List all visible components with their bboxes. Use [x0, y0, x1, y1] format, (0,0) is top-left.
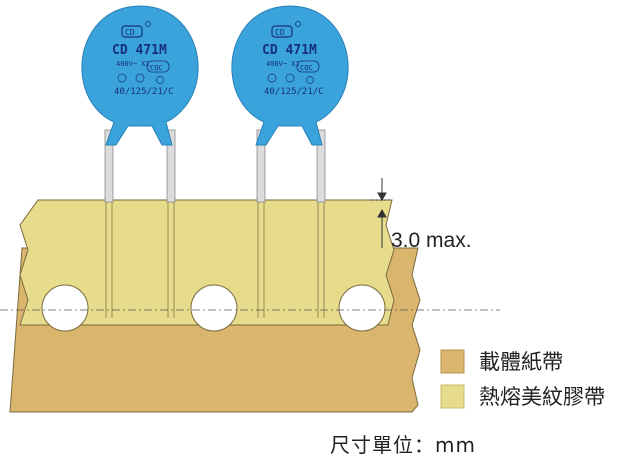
- sprocket-hole: [190, 284, 238, 332]
- svg-text:CD: CD: [275, 28, 285, 37]
- part-number: CD 471M: [262, 43, 317, 58]
- legend-swatch-carrier-tape: [440, 349, 465, 374]
- svg-text:CQC: CQC: [300, 64, 313, 72]
- capacitor-2: CD CD 471M 400V~ X1 CQC 40/125/21/C: [231, 5, 349, 146]
- capacitor-1: CD CD 471M 400V~ X1 CQC 40/125/21/C: [81, 5, 199, 146]
- legend-label-carrier-tape: 載體紙帶: [479, 350, 563, 374]
- part-number: CD 471M: [112, 43, 167, 58]
- unit-note: 尺寸單位：mm: [330, 433, 476, 457]
- cd-logo-icon: CD: [271, 21, 301, 38]
- dimension-label: 3.0 max.: [391, 229, 472, 252]
- rating-code: 40/125/21/C: [114, 87, 174, 97]
- certification-symbols-icon: [267, 73, 314, 84]
- legend: 載體紙帶 熱熔美紋膠帶: [440, 349, 605, 409]
- lead-wire-traces: [105, 200, 325, 318]
- voltage-line: 400V~ X1: [266, 60, 300, 68]
- certification-symbols-icon: [117, 73, 164, 84]
- legend-label-heat-seal-tape: 熱熔美紋膠帶: [479, 385, 605, 409]
- sprocket-hole: [338, 284, 386, 332]
- rating-code: 40/125/21/C: [264, 87, 324, 97]
- voltage-line: 400V~ X1: [116, 60, 150, 68]
- dimension-indicator: [372, 178, 392, 248]
- capacitor-body: [81, 5, 199, 146]
- svg-text:CD: CD: [125, 28, 135, 37]
- cqc-mark-icon: CQC: [296, 60, 320, 73]
- cqc-mark-icon: CQC: [146, 60, 170, 73]
- cd-logo-icon: CD: [121, 21, 151, 38]
- capacitor-body: [231, 5, 349, 146]
- heat-seal-masking-tape: [19, 199, 395, 326]
- svg-text:CQC: CQC: [150, 64, 163, 72]
- legend-swatch-heat-seal-tape: [440, 384, 465, 409]
- lead-wires: [104, 129, 326, 203]
- sprocket-hole: [41, 284, 89, 332]
